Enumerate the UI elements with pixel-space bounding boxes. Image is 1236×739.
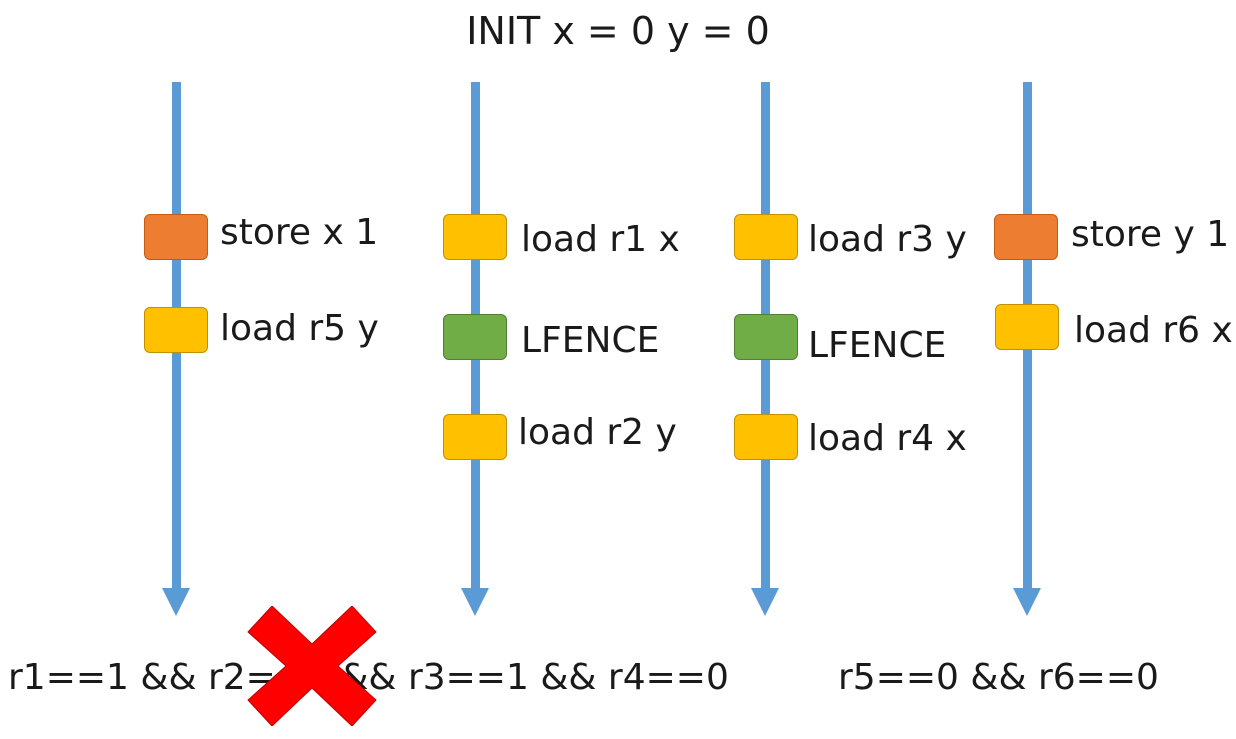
thread-1-arrow-head [162,588,190,616]
thread-3-op-2-block [734,314,798,360]
thread-2-op-1-block [443,214,507,260]
thread-3-op-2-label: LFENCE [808,325,947,366]
thread-3-op-1-block [734,214,798,260]
forbidden-outcome-left: r1==1 && r2==0 && r3==1 && r4==0 [8,657,729,698]
thread-2-op-3-block [443,414,507,460]
thread-2-op-1-label: load r1 x [521,219,680,260]
thread-1-op-1-label: store x 1 [220,212,379,253]
thread-2-op-2-block [443,314,507,360]
thread-4-op-2-label: load r6 x [1074,310,1233,351]
thread-3-op-3-label: load r4 x [808,418,967,459]
thread-4-arrow-head [1013,588,1041,616]
thread-3-op-3-block [734,414,798,460]
thread-4-op-1-label: store y 1 [1071,214,1230,255]
thread-3-op-1-label: load r3 y [808,219,967,260]
thread-1-op-2-block [144,307,208,353]
thread-3-arrow-head [751,588,779,616]
thread-2-op-2-label: LFENCE [521,320,660,361]
thread-2-op-3-label: load r2 y [518,412,677,453]
allowed-outcome-right: r5==0 && r6==0 [838,657,1159,698]
thread-1-op-2-label: load r5 y [220,308,379,349]
diagram-title: INIT x = 0 y = 0 [466,9,770,53]
cross-icon [247,606,377,726]
thread-1-op-1-block [144,214,208,260]
thread-4-op-1-block [994,214,1058,260]
thread-4-op-2-block [995,304,1059,350]
thread-2-arrow-head [461,588,489,616]
